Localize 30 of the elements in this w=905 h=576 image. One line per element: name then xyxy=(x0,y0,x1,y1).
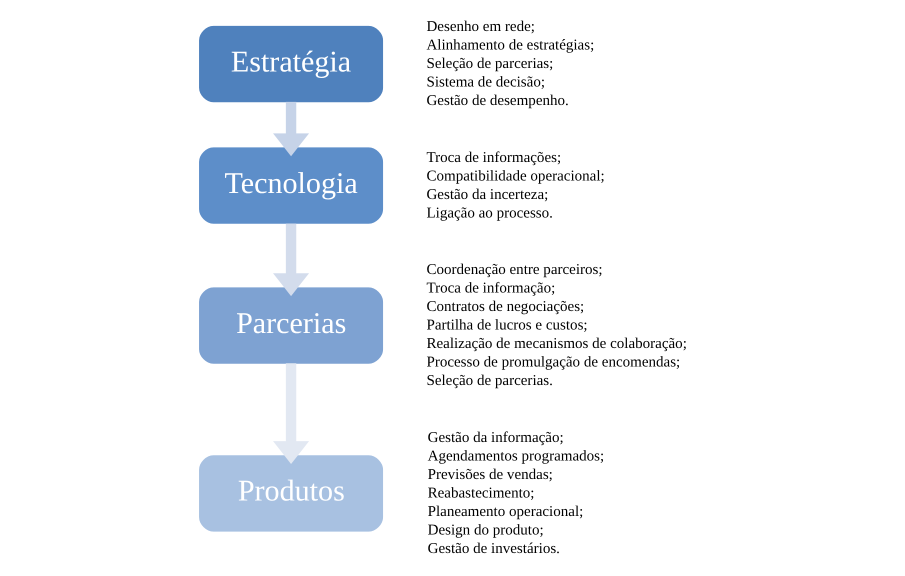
node-label: Design do produto; xyxy=(428,522,544,538)
node-label: Planeamento operacional; xyxy=(428,504,584,520)
arrow xyxy=(273,363,310,464)
node-label: Seleção de parcerias; xyxy=(426,56,554,72)
node-label: Partilha de lucros e custos; xyxy=(426,318,588,334)
node-label: Seleção de parcerias. xyxy=(426,373,553,390)
node-box: Tecnologia xyxy=(199,147,384,224)
node-box: Parcerias xyxy=(199,287,384,364)
node-label: Troca de informação; xyxy=(426,280,556,297)
node-label: Gestão de investários. xyxy=(428,540,560,557)
arrow xyxy=(273,223,310,296)
node-label: Troca de informações; xyxy=(426,150,562,166)
node-label: Reabastecimento; xyxy=(428,485,534,502)
arrow xyxy=(273,102,310,156)
node-label: Coordenação entre parceiros; xyxy=(426,262,603,278)
node-box: Estratégia xyxy=(199,26,384,102)
node-label: Gestão de desempenho. xyxy=(426,93,569,110)
node-label: Desenho em rede; xyxy=(426,18,535,35)
node-label: Gestão da incerteza; xyxy=(426,186,548,203)
node-label: Compatibilidade operacional; xyxy=(426,168,605,184)
node-label: Agendamentos programados; xyxy=(428,448,604,464)
node-label: Alinhamento de estratégias; xyxy=(426,37,594,54)
node-box: Produtos xyxy=(199,455,384,532)
node-label: Ligação ao processo. xyxy=(426,205,553,222)
node-label: Sistema de decisão; xyxy=(426,74,546,91)
node-label: Processo de promulgação de encomendas; xyxy=(426,354,680,371)
node-label: Previsões de vendas; xyxy=(428,466,553,483)
node-label: Realização de mecanismos de colaboração; xyxy=(426,336,687,352)
node-label: Gestão da informação; xyxy=(428,430,564,446)
node-label: Contratos de negociações; xyxy=(426,299,584,316)
